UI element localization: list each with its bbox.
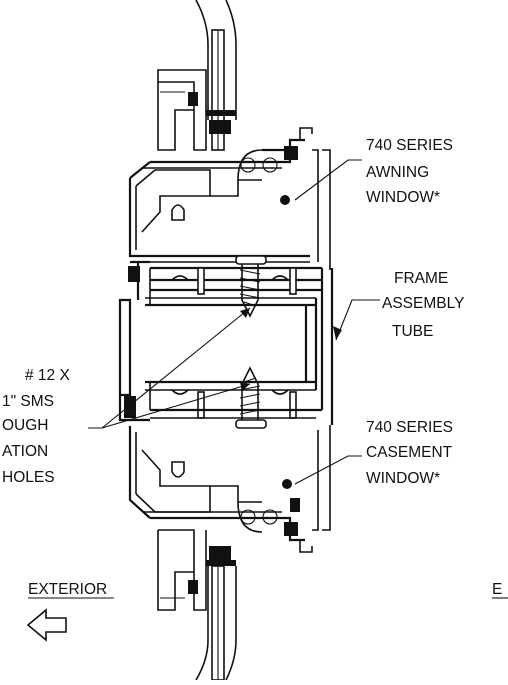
exterior-label: EXTERIOR bbox=[28, 581, 107, 598]
screw-line-5: HOLES bbox=[2, 469, 55, 486]
label-screw: # 12 X 1" SMS OUGH ATION HOLES bbox=[2, 367, 70, 486]
awning-line-2: AWNING bbox=[366, 164, 429, 181]
upper-jamb bbox=[157, 69, 207, 151]
label-frame: FRAME ASSEMBLY TUBE bbox=[382, 270, 464, 340]
arrow-left-outline-icon bbox=[26, 608, 67, 642]
casement-sash bbox=[118, 395, 331, 553]
awning-line-1: 740 SERIES bbox=[366, 137, 453, 154]
screw-line-3: OUGH bbox=[2, 417, 49, 434]
interior-label-partial: E bbox=[492, 581, 502, 598]
leaders bbox=[88, 159, 380, 485]
frame-line-2: ASSEMBLY bbox=[382, 295, 464, 312]
label-casement: 740 SERIES CASEMENT WINDOW* bbox=[366, 419, 453, 487]
lower-screw bbox=[235, 366, 267, 429]
label-exterior: EXTERIOR bbox=[28, 581, 114, 599]
lower-jamb bbox=[157, 529, 207, 611]
frame-line-3: TUBE bbox=[392, 323, 433, 340]
frame-line-1: FRAME bbox=[394, 270, 448, 287]
upper-screw bbox=[235, 255, 267, 318]
frame-assembly-tube bbox=[118, 260, 334, 425]
awning-sash bbox=[128, 127, 331, 270]
screw-line-2: 1" SMS bbox=[2, 393, 54, 410]
awning-line-3: WINDOW* bbox=[366, 189, 440, 206]
label-interior-partial: E bbox=[492, 581, 508, 599]
casement-line-3: WINDOW* bbox=[366, 470, 440, 487]
casement-line-2: CASEMENT bbox=[366, 444, 453, 461]
label-awning: 740 SERIES AWNING WINDOW* bbox=[366, 137, 453, 206]
screw-line-4: ATION bbox=[2, 443, 48, 460]
casement-line-1: 740 SERIES bbox=[366, 419, 453, 436]
screw-line-1: # 12 X bbox=[25, 367, 70, 384]
upper-wall-glass bbox=[195, 0, 237, 151]
lower-wall-glass bbox=[195, 546, 237, 681]
